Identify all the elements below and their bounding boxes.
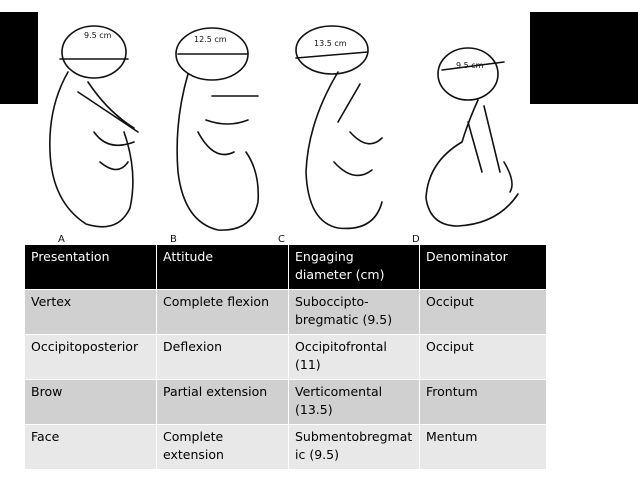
cell-diameter: Verticomental (13.5) — [288, 379, 420, 425]
header-attitude: Attitude — [156, 244, 289, 290]
measure-c-label: 13.5 cm — [314, 39, 347, 48]
cell-presentation: Brow — [24, 379, 157, 425]
cell-presentation: Occipitoposterior — [24, 334, 157, 380]
fetal-presentation-figure: 9.5 cm A 12.5 cm B 13.5 cm C — [38, 12, 530, 244]
panel-d-label: D — [412, 234, 420, 244]
cell-denominator: Mentum — [419, 424, 547, 470]
table-row: Vertex Complete flexion Suboccipto­bregm… — [24, 289, 547, 335]
table-header-row: Presentation Attitude Engaging diameter … — [24, 244, 547, 290]
cell-denominator: Occiput — [419, 334, 547, 380]
measure-a-label: 9.5 cm — [84, 31, 112, 40]
cell-attitude: Deflexion — [156, 334, 289, 380]
presentation-table: Presentation Attitude Engaging diameter … — [24, 244, 547, 470]
cell-attitude: Complete extension — [156, 424, 289, 470]
cell-attitude: Complete flexion — [156, 289, 289, 335]
cell-presentation: Vertex — [24, 289, 157, 335]
cell-attitude: Partial extension — [156, 379, 289, 425]
fetus-c-illustration: 13.5 cm C — [278, 25, 383, 244]
panel-b-label: B — [170, 234, 177, 244]
panel-c-label: C — [278, 234, 285, 244]
cell-denominator: Frontum — [419, 379, 547, 425]
measure-b-label: 12.5 cm — [194, 35, 227, 44]
fetus-d-illustration: 9.5 cm D — [412, 47, 519, 244]
cell-diameter: Submentobregmatic (9.5) — [288, 424, 420, 470]
measure-d-label: 9.5 cm — [456, 61, 484, 70]
fetus-b-illustration: 12.5 cm B — [170, 27, 260, 244]
cell-denominator: Occiput — [419, 289, 547, 335]
table-row: Face Complete extension Submentobregmati… — [24, 424, 547, 470]
table-row: Occipitoposterior Deflexion Occipitofron… — [24, 334, 547, 380]
cell-diameter: Suboccipto­bregmatic (9.5) — [288, 289, 420, 335]
cell-diameter: Occipitofrontal (11) — [288, 334, 420, 380]
panel-a-label: A — [58, 234, 65, 244]
header-presentation: Presentation — [24, 244, 157, 290]
cell-presentation: Face — [24, 424, 157, 470]
header-denominator: Denominator — [419, 244, 547, 290]
fetus-a-illustration: 9.5 cm A — [49, 25, 139, 244]
table-row: Brow Partial extension Verticomental (13… — [24, 379, 547, 425]
header-engaging-diameter: Engaging diameter (cm) — [288, 244, 420, 290]
